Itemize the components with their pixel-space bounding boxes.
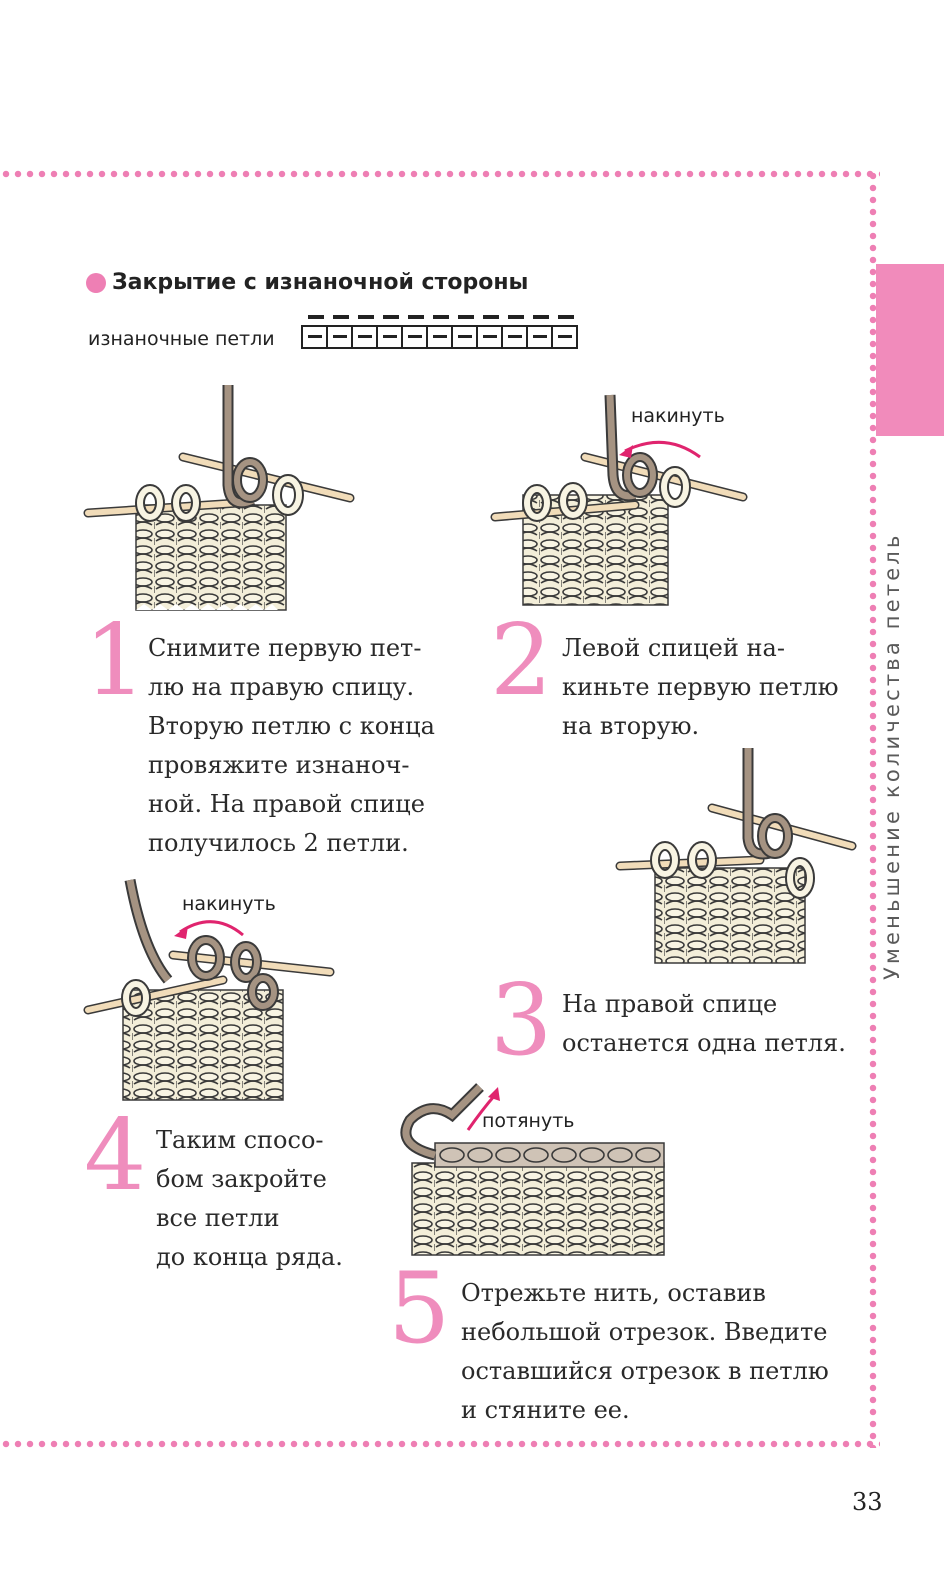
step-text-1: Снимите первую пет-лю на правую спицу.Вт…: [148, 634, 435, 857]
knitting-illustration-2: [490, 394, 748, 606]
knitting-illustration-4: [83, 878, 335, 1101]
curved-arrow-icon: [179, 920, 244, 937]
chapter-side-title: Уменьшение количества петель: [880, 532, 904, 980]
section-title: Закрытие с изнаночной стороны: [86, 270, 528, 295]
caption-nakinut-4: накинуть: [182, 893, 276, 915]
chapter-tab: [876, 264, 944, 436]
dotted-frame-bottom: [0, 1440, 880, 1448]
knitting-illustration-3: [615, 748, 857, 964]
step-number-4: 4: [84, 1099, 147, 1213]
knitting-illustration-1: [83, 385, 355, 611]
caption-potyanut-5: потянуть: [482, 1110, 575, 1132]
step-number-1: 1: [84, 604, 147, 718]
curved-arrow-icon: [624, 440, 701, 459]
step-number-5: 5: [388, 1252, 451, 1366]
legend-label: изнаночные петли: [88, 328, 275, 350]
knitting-illustration-5: [400, 1083, 665, 1256]
section-title-text: Закрытие с изнаночной стороны: [112, 270, 529, 295]
step-number-3: 3: [490, 964, 553, 1078]
dotted-frame-top: [0, 170, 880, 178]
pink-bullet-icon: [86, 272, 106, 293]
dotted-frame-right: [869, 170, 877, 1448]
caption-nakinut-2: накинуть: [631, 405, 725, 427]
page-number: 33: [852, 1488, 883, 1516]
purl-stitch-legend-icon: [301, 315, 578, 349]
step-number-2: 2: [490, 604, 553, 718]
